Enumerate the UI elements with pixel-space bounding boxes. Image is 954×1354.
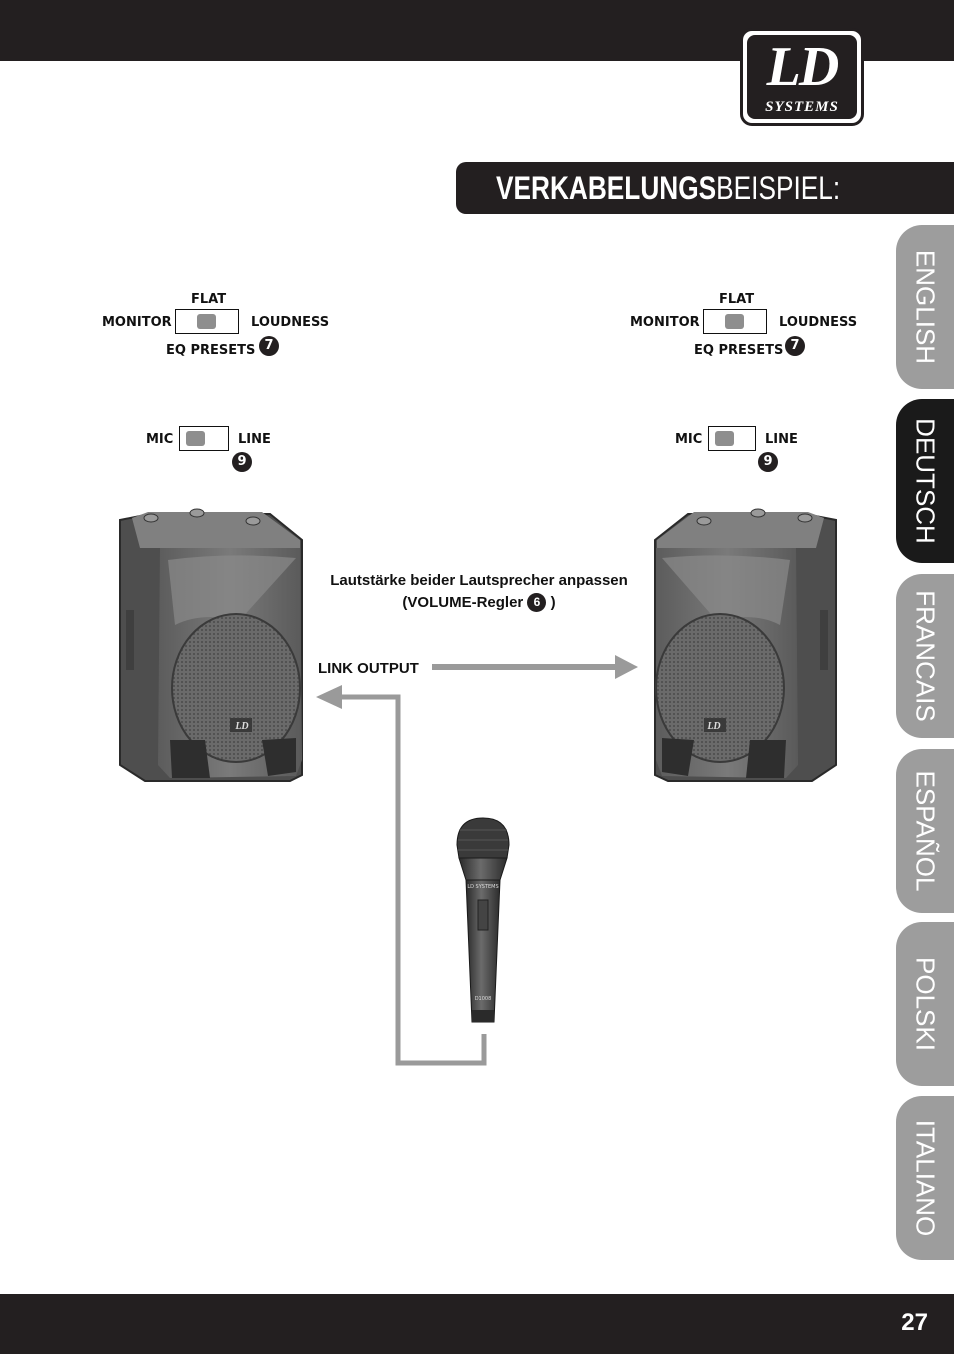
title-light: BEISPIEL: [716,170,841,206]
instruction-suffix: ) [550,594,556,611]
instruction-prefix: (VOLUME-Regler [402,594,524,611]
right-eq-ref-number: 7 [785,336,805,356]
right-speaker-logo: LD [706,721,720,732]
mic-logo-text: LD SYSTEMS [467,884,498,890]
left-eq-preset-switch[interactable] [175,309,239,334]
right-eq-flat-label: FLAT [719,292,755,307]
section-title: VERKABELUNGSBEISPIEL: [496,170,840,206]
left-speaker-logo: LD [234,721,248,732]
link-output-label: LINK OUTPUT [318,660,419,677]
right-line-label: LINE [765,432,798,447]
right-eq-monitor-label: MONITOR [630,315,700,330]
left-input-ref-number: 9 [232,452,252,472]
right-eq-presets-label: EQ PRESETS [694,343,784,358]
title-bold: VERKABELUNGS [496,170,717,206]
bottom-bar [0,1294,954,1354]
switch-knob [186,431,205,446]
tab-polski[interactable]: POLSKI [896,922,954,1086]
instruction-line-1: Lautstärke beider Lautsprecher anpassen [330,572,628,589]
section-title-bar: VERKABELUNGSBEISPIEL: [456,162,954,214]
right-input-ref-number: 9 [758,452,778,472]
switch-knob [197,314,216,329]
left-eq-monitor-label: MONITOR [102,315,172,330]
mic-model-text: D1008 [475,996,492,1002]
volume-instruction: Lautstärke beider Lautsprecher anpassen … [314,570,644,614]
logo-sub-text: SYSTEMS [765,99,839,115]
instruction-line-2: (VOLUME-Regler 6 ) [314,592,644,614]
right-mic-label: MIC [675,432,703,447]
left-eq-loudness-label: LOUDNESS [251,315,330,330]
page-number: 27 [901,1309,928,1336]
tab-english[interactable]: ENGLISH [896,225,954,389]
right-eq-preset-switch[interactable] [703,309,767,334]
left-eq-ref-number: 7 [259,336,279,356]
logo-main-text: LD [766,36,840,98]
mic-cable [316,685,487,1066]
microphone: LD SYSTEMS D1008 [456,817,510,1023]
tab-francais[interactable]: FRANCAIS [896,574,954,738]
left-mic-label: MIC [146,432,174,447]
left-eq-presets-label: EQ PRESETS [166,343,256,358]
tab-deutsch[interactable]: DEUTSCH [896,399,954,563]
left-eq-flat-label: FLAT [191,292,227,307]
right-mic-line-switch[interactable] [708,426,756,451]
left-speaker: LD [119,508,303,782]
ld-systems-logo: LD SYSTEMS [740,28,864,126]
tab-espanol[interactable]: ESPAÑOL [896,749,954,913]
left-mic-line-switch[interactable] [179,426,229,451]
volume-ref-number: 6 [527,593,547,612]
switch-knob [725,314,744,329]
switch-knob [715,431,734,446]
left-line-label: LINE [238,432,271,447]
link-cable-arrow [432,655,638,679]
tab-italiano[interactable]: ITALIANO [896,1096,954,1260]
right-speaker: LD [654,508,837,782]
right-eq-loudness-label: LOUDNESS [779,315,858,330]
